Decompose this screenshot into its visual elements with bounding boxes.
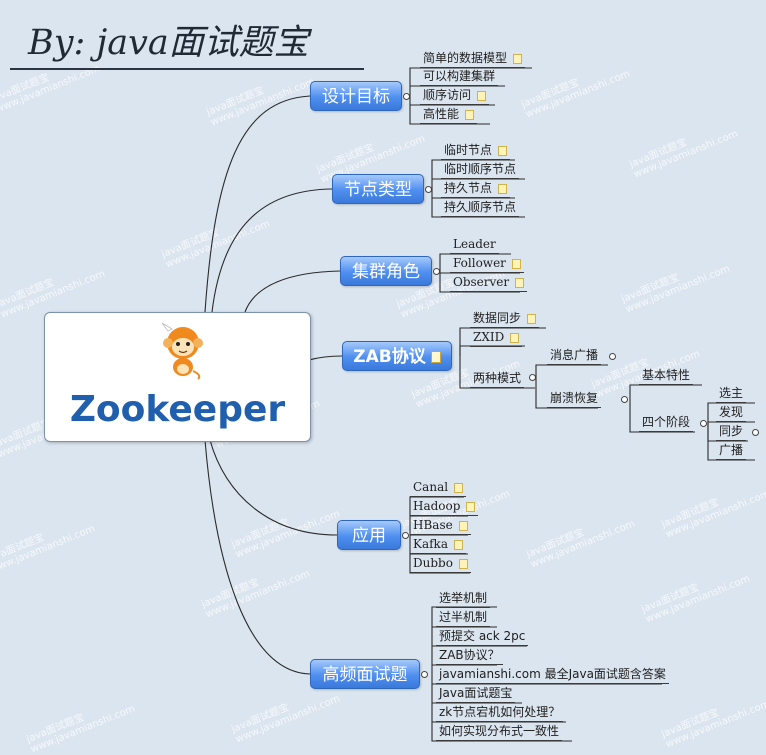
leaf-item[interactable]: Leader xyxy=(450,236,499,254)
connector-root-goal xyxy=(204,95,311,313)
leaf-item[interactable]: 广播 xyxy=(716,442,747,460)
leaf-item[interactable]: javamianshi.com 最全Java面试题含答案 xyxy=(436,666,669,684)
note-icon xyxy=(454,539,463,550)
leaf-item[interactable]: 持久顺序节点 xyxy=(441,199,520,217)
leaf-item[interactable]: 持久节点 xyxy=(441,180,511,198)
monkey-mascot-icon xyxy=(161,322,203,380)
branch-node-types[interactable]: 节点类型 xyxy=(332,174,424,204)
header-underline xyxy=(10,68,364,70)
note-icon xyxy=(510,332,520,343)
note-icon xyxy=(466,501,476,512)
leaf-item[interactable]: 预提交 ack 2pc xyxy=(436,628,529,646)
branch-cluster-roles[interactable]: 集群角色 xyxy=(340,256,432,286)
collapse-toggle-design-goals[interactable] xyxy=(403,93,410,100)
collapse-toggle-node-types[interactable] xyxy=(425,186,432,193)
note-icon xyxy=(465,109,475,120)
leaf-item[interactable]: Kafka xyxy=(410,536,466,554)
leaf-item[interactable]: Dubbo xyxy=(410,555,471,573)
branch-design-goals[interactable]: 设计目标 xyxy=(310,81,402,111)
collapse-toggle-faq[interactable] xyxy=(421,671,428,678)
note-icon xyxy=(458,558,468,569)
leaf-item[interactable]: 高性能 xyxy=(420,106,478,124)
leaf-item[interactable]: 基本特性 xyxy=(639,367,694,385)
connector-root-faq xyxy=(204,439,311,675)
leaf-item[interactable]: Canal xyxy=(410,479,467,497)
collapse-toggle-four-phases[interactable] xyxy=(700,420,707,427)
note-icon xyxy=(430,351,441,363)
connector-root-nodetype xyxy=(211,188,333,313)
collapse-toggle-broadcast[interactable] xyxy=(609,353,616,360)
connector-root-zab xyxy=(308,355,343,361)
leaf-item[interactable]: zk节点宕机如何处理？ xyxy=(436,704,564,722)
header-title: By: java面试题宝 xyxy=(28,23,309,63)
leaf-item[interactable]: Java面试题宝 xyxy=(436,685,516,703)
collapse-toggle-crash-recovery[interactable] xyxy=(621,396,628,403)
branch-zab-protocol[interactable]: ZAB协议 xyxy=(342,341,452,371)
note-icon xyxy=(513,53,523,64)
leaf-item[interactable]: 选举机制 xyxy=(436,590,491,608)
leaf-item[interactable]: 崩溃恢复 xyxy=(547,390,602,408)
collapse-toggle-cluster-roles[interactable] xyxy=(433,268,440,275)
leaf-item[interactable]: 发现 xyxy=(716,404,747,422)
leaf-item[interactable]: 可以构建集群 xyxy=(420,68,499,86)
leaf-item[interactable]: HBase xyxy=(410,517,471,535)
collapse-toggle-modes[interactable] xyxy=(529,374,536,381)
leaf-item[interactable]: 消息广播 xyxy=(547,347,602,365)
leaf-item[interactable]: 过半机制 xyxy=(436,609,491,627)
collapse-toggle-applications[interactable] xyxy=(402,532,409,539)
leaf-item[interactable]: Observer xyxy=(450,274,528,292)
branch-faq[interactable]: 高频面试题 xyxy=(310,659,420,689)
branch-applications[interactable]: 应用 xyxy=(337,520,401,550)
note-icon xyxy=(515,277,525,288)
connector-root-app xyxy=(209,439,338,536)
leaf-item[interactable]: 同步 xyxy=(716,423,747,441)
leaf-item[interactable]: 选主 xyxy=(716,385,747,403)
note-icon xyxy=(527,313,537,324)
note-icon xyxy=(477,90,487,101)
note-icon xyxy=(511,258,521,269)
leaf-item[interactable]: ZAB协议？ xyxy=(436,647,503,665)
leaf-item[interactable]: 四个阶段 xyxy=(639,414,694,432)
leaf-item[interactable]: 数据同步 xyxy=(470,310,540,328)
leaf-item[interactable]: 两种模式 xyxy=(470,370,525,388)
leaf-item[interactable]: 临时节点 xyxy=(441,142,511,160)
leaf-item[interactable]: 简单的数据模型 xyxy=(420,50,526,68)
note-icon xyxy=(498,145,508,156)
leaf-item[interactable]: 顺序访问 xyxy=(420,87,490,105)
leaf-item[interactable]: 如何实现分布式一致性 xyxy=(436,723,563,741)
leaf-item[interactable]: Follower xyxy=(450,255,524,273)
leaf-item[interactable]: Hadoop xyxy=(410,498,479,516)
connector-root-cluster xyxy=(244,270,341,313)
note-icon xyxy=(458,520,468,531)
collapse-toggle-sync[interactable] xyxy=(752,429,759,436)
root-title: Zookeeper xyxy=(69,389,286,430)
note-icon xyxy=(498,183,508,194)
root-node[interactable]: Zookeeper xyxy=(44,312,311,442)
leaf-item[interactable]: ZXID xyxy=(470,329,523,347)
leaf-item[interactable]: 临时顺序节点 xyxy=(441,161,520,179)
note-icon xyxy=(454,482,464,493)
